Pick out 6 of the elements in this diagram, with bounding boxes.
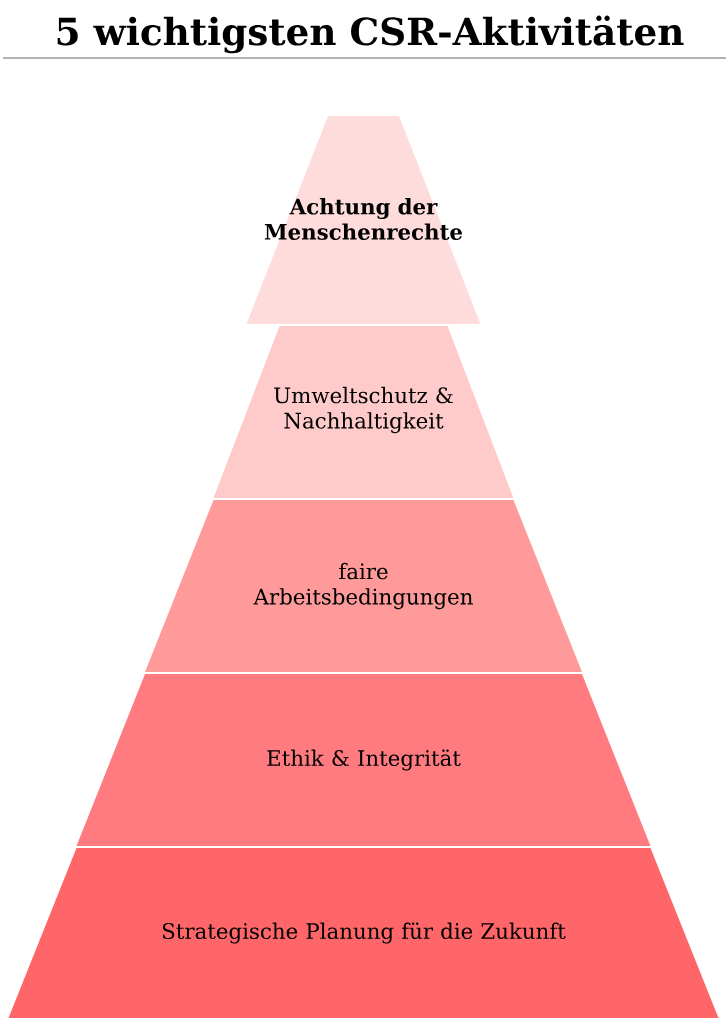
pyramid-tier: Umweltschutz & Nachhaltigkeit [213,326,514,498]
pyramid-tier: Achtung der Menschenrechte [246,116,481,324]
pyramid-tier: Strategische Planung für die Zukunft [8,848,719,1018]
pyramid-tier: Ethik & Integrität [76,674,651,846]
title: 5 wichtigsten CSR-Aktivitäten [57,15,684,54]
pyramid-tier: faire Arbeitsbedingungen [145,500,582,672]
